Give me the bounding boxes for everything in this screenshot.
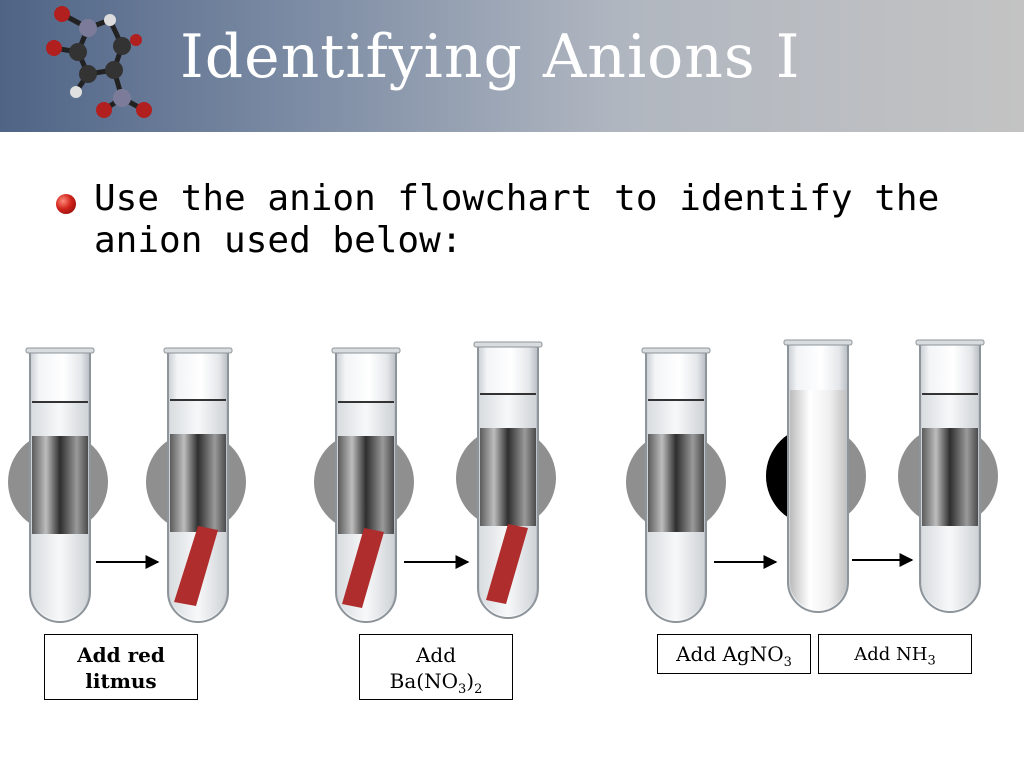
label-text: Add AgNO xyxy=(676,642,784,666)
bullet-icon xyxy=(56,194,76,214)
test-tube-7 xyxy=(915,339,985,613)
label-formula: Ba(NO xyxy=(389,669,458,693)
label-add-barium-nitrate: Add Ba(NO3)2 xyxy=(359,634,513,700)
label-subscript: 3 xyxy=(457,682,467,697)
test-tube-2 xyxy=(163,347,233,623)
test-tube-3 xyxy=(331,347,401,623)
label-text: Add NH xyxy=(854,644,928,665)
test-tube-6 xyxy=(783,339,853,613)
test-tube-5 xyxy=(641,347,711,623)
test-tube-4 xyxy=(473,341,543,619)
label-add-silver-nitrate: Add AgNO3 xyxy=(657,634,811,674)
label-text: Add red litmus xyxy=(77,643,165,693)
litmus-strip xyxy=(486,524,528,604)
test-tube-scene xyxy=(8,339,998,623)
label-formula: ) xyxy=(466,669,475,693)
molecule-logo-icon xyxy=(46,6,152,118)
label-subscript: 3 xyxy=(783,655,792,670)
test-tube-1 xyxy=(25,347,95,623)
litmus-strip xyxy=(342,528,384,608)
label-add-red-litmus: Add red litmus xyxy=(44,634,198,700)
bullet-text: Use the anion flowchart to identify the … xyxy=(94,178,940,261)
title-bar: Identifying Anions I xyxy=(0,0,1024,132)
litmus-strip xyxy=(174,526,218,606)
label-subscript: 3 xyxy=(927,653,936,669)
label-text: Add xyxy=(415,643,457,667)
label-subscript: 2 xyxy=(474,682,483,697)
slide-title: Identifying Anions I xyxy=(180,22,801,92)
label-add-ammonia: Add NH3 xyxy=(818,634,972,674)
